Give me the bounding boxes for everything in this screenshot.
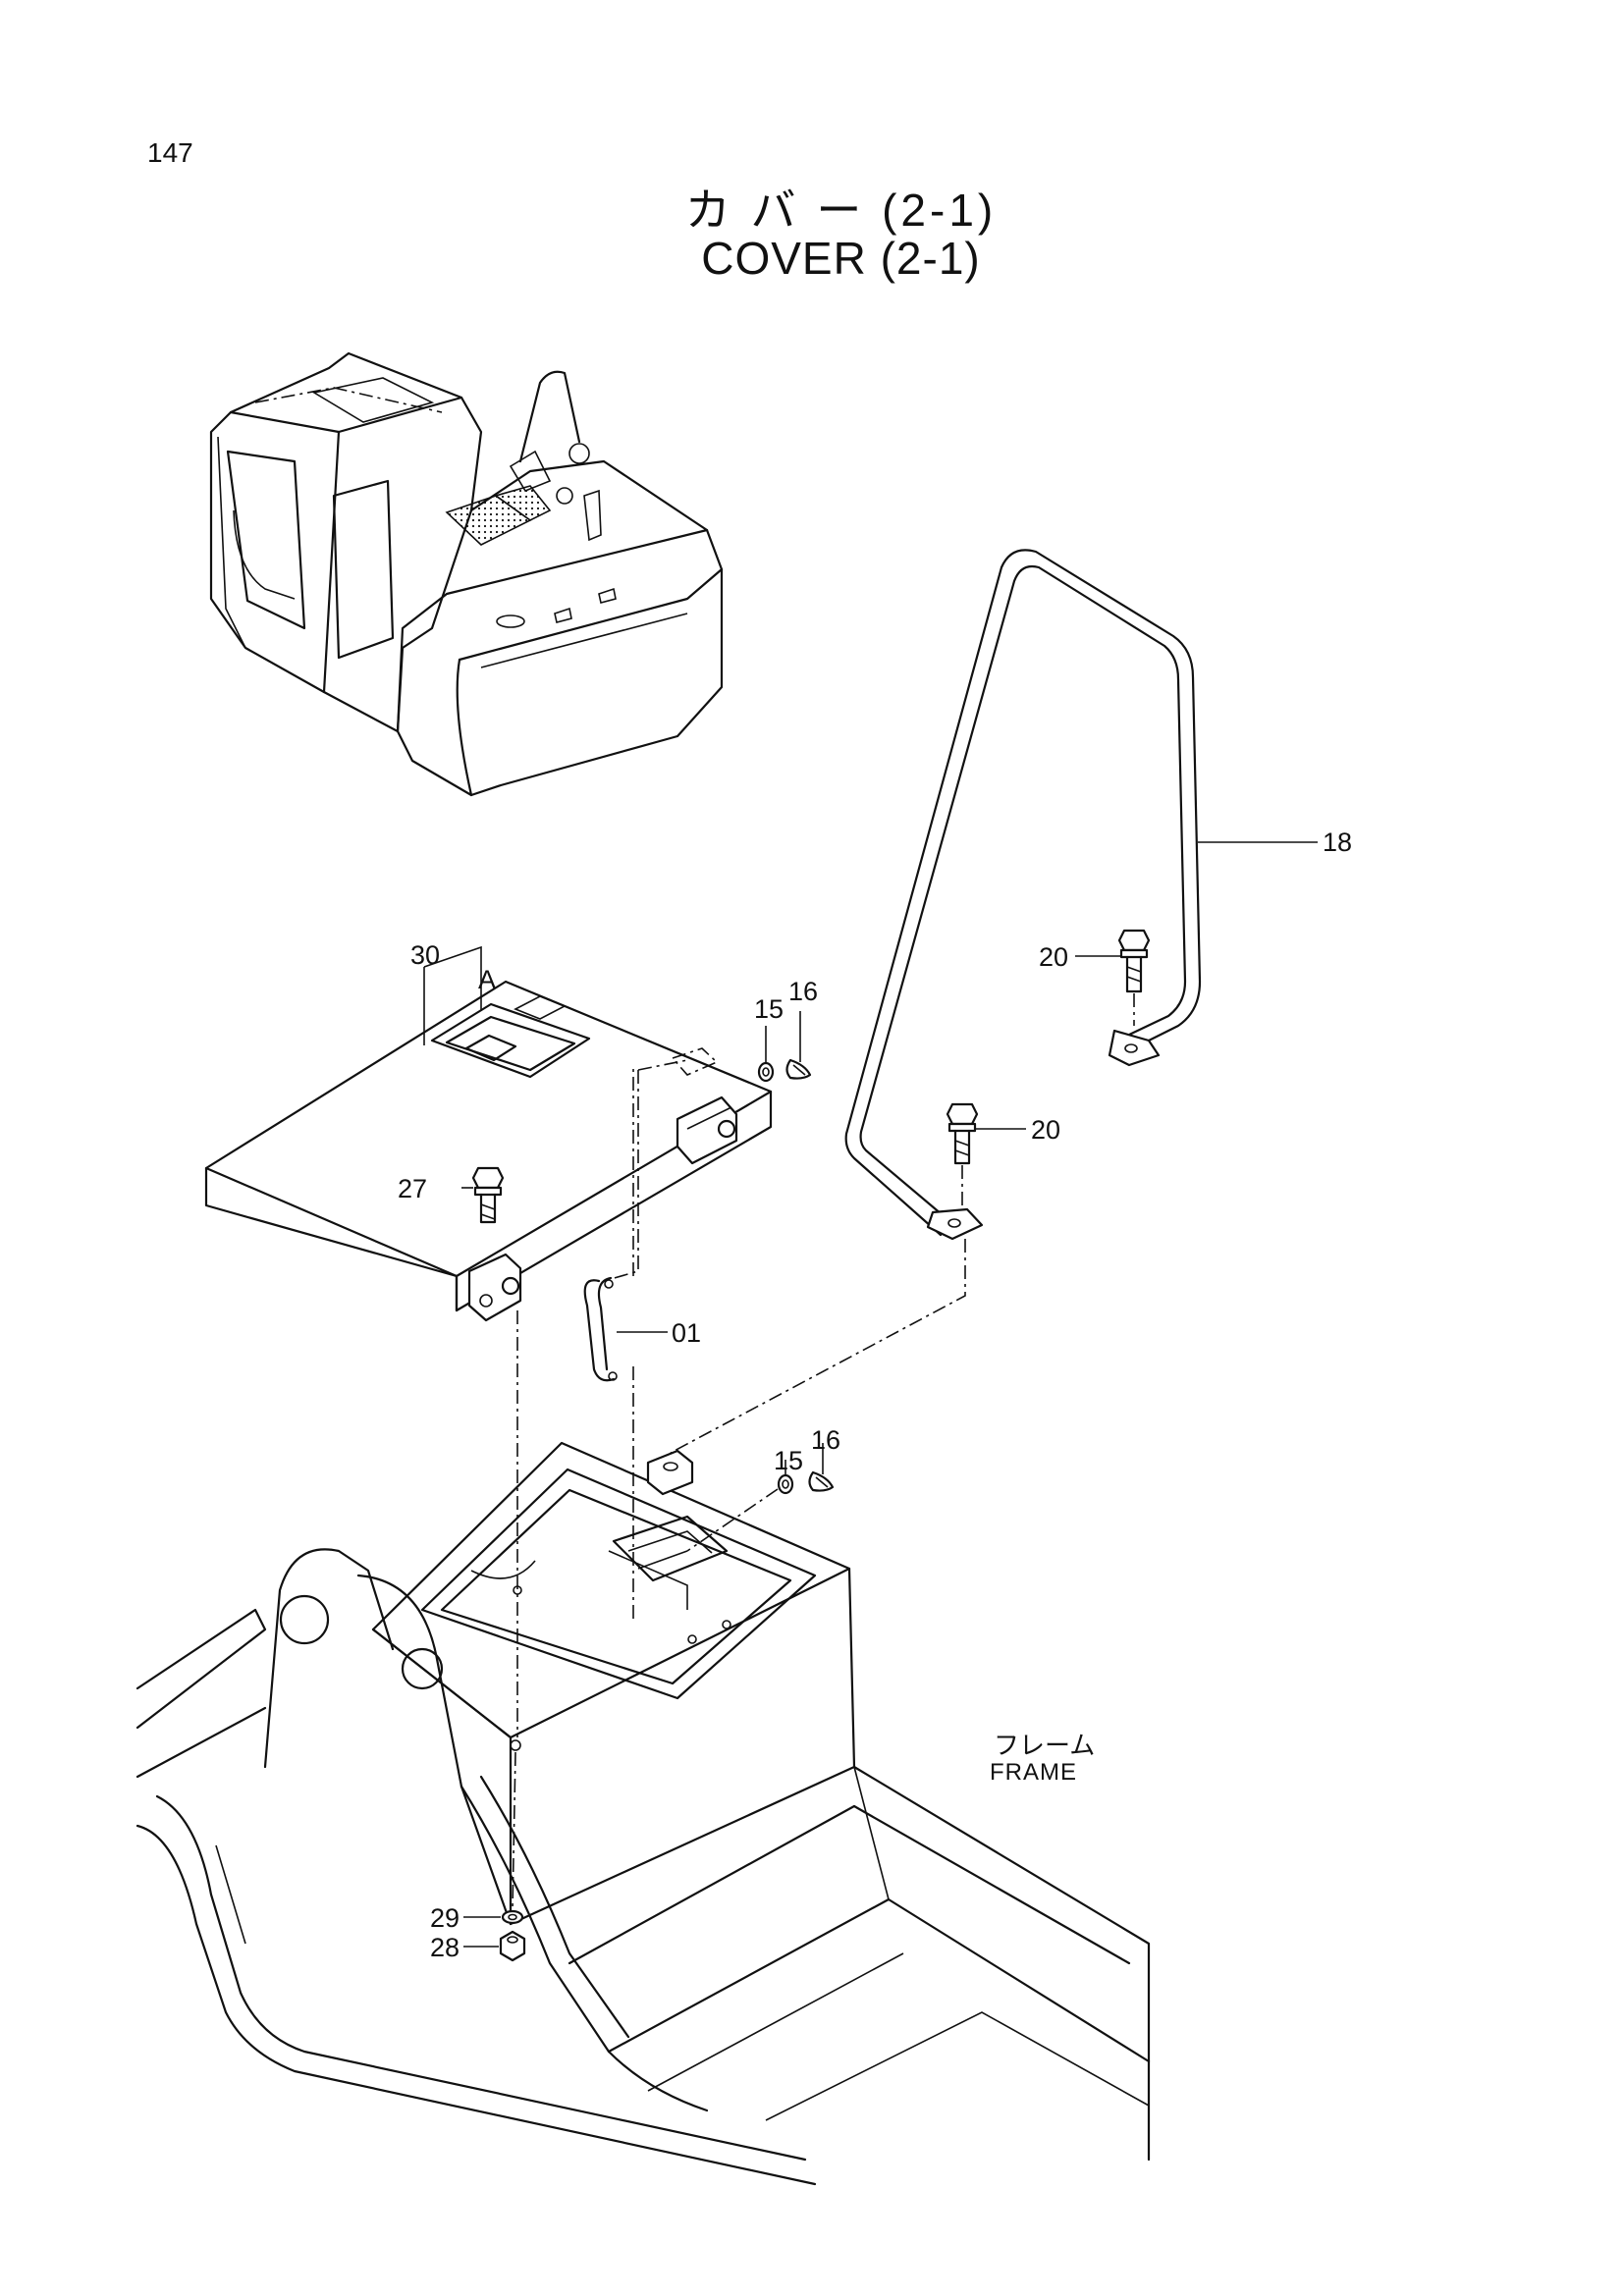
washer-upper xyxy=(757,1058,812,1083)
machine-overview xyxy=(209,351,724,797)
nut-and-washer xyxy=(499,1909,526,1962)
cover-panel xyxy=(204,980,773,1322)
callout-27: 27 xyxy=(398,1174,428,1203)
callout-18: 18 xyxy=(1323,828,1353,857)
callout-16-lower: 16 xyxy=(811,1425,841,1455)
callout-15-lower: 15 xyxy=(774,1446,804,1475)
callout-A: A xyxy=(478,965,497,994)
title-japanese: カ バ ー (2-1) xyxy=(684,185,998,236)
bolt-20-upper xyxy=(1117,929,1151,1026)
callout-28: 28 xyxy=(430,1933,460,1962)
callout-30: 30 xyxy=(410,940,441,970)
callout-15-upper: 15 xyxy=(754,994,784,1024)
frame-label-english: FRAME xyxy=(990,1759,1077,1786)
callout-29: 29 xyxy=(430,1903,460,1933)
handrail-part xyxy=(844,549,1202,1241)
callout-20-lower: 20 xyxy=(1031,1115,1061,1145)
callout-01: 01 xyxy=(672,1318,702,1348)
washer-lower xyxy=(686,1470,835,1552)
page-number: 147 xyxy=(147,137,193,168)
title-english: COVER (2-1) xyxy=(701,233,981,284)
leader-lines xyxy=(423,841,1318,1948)
assembly-lines xyxy=(512,1065,966,1910)
frame-label-japanese: フレーム xyxy=(994,1731,1096,1760)
handle-part xyxy=(583,1276,634,1620)
bolt-27 xyxy=(471,1166,505,1224)
callout-16-upper: 16 xyxy=(788,977,819,1006)
callout-20-upper: 20 xyxy=(1039,942,1069,972)
bolt-20-lower xyxy=(946,1102,979,1207)
frame-structure xyxy=(135,1441,1151,2186)
